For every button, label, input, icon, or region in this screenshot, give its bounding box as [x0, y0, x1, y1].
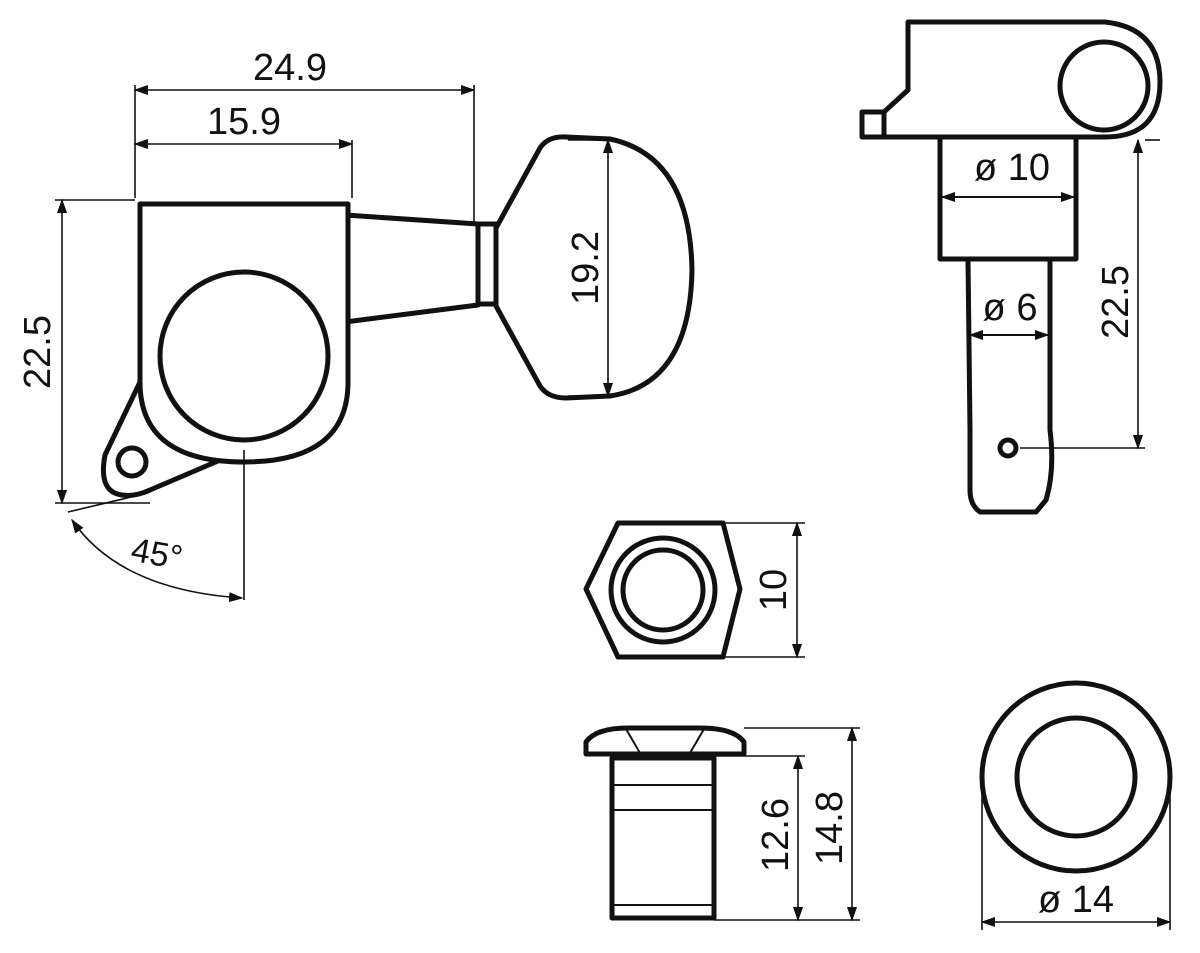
- hex-nut-view: [583, 520, 743, 660]
- bushing-side-view: [583, 725, 747, 921]
- tuner-dimensions: 24.9 15.9 22.5 19.2 45°: [17, 47, 615, 603]
- bushing-dimensions: 12.6 14.8: [714, 726, 860, 922]
- gear-shaft: [342, 212, 481, 325]
- label-19-2: 19.2: [565, 231, 607, 305]
- button-collar: [475, 221, 499, 307]
- angle-arc: [71, 518, 244, 603]
- tuner-button: [493, 134, 695, 401]
- screw-hole: [115, 445, 149, 479]
- label-22-5-right: 22.5: [1095, 265, 1137, 339]
- label-12-6: 12.6: [755, 798, 797, 872]
- post-view-circle: [1057, 39, 1151, 133]
- string-hole: [997, 437, 1019, 459]
- label-22-5-left: 22.5: [17, 315, 59, 389]
- label-45-deg: 45°: [128, 531, 185, 577]
- washer-view: [979, 680, 1173, 874]
- post-circle: [157, 269, 331, 443]
- washer-inner: [1014, 715, 1138, 839]
- label-24-9: 24.9: [253, 47, 327, 89]
- label-d10: ø 10: [974, 147, 1050, 189]
- post-dimensions: ø 10 ø 6 22.5: [940, 138, 1160, 450]
- nut-inner-ring: [620, 547, 706, 633]
- label-15-9: 15.9: [207, 101, 281, 143]
- bushing-body: [609, 755, 717, 921]
- label-d6: ø 6: [983, 287, 1038, 329]
- tuner-side-view: [100, 134, 695, 498]
- label-d14: ø 14: [1038, 879, 1114, 921]
- tuner-post-view: [859, 19, 1163, 515]
- washer-dimensions: ø 14: [980, 790, 1172, 930]
- bushing-head: [583, 725, 747, 757]
- label-14-8: 14.8: [809, 791, 851, 865]
- nut-dimensions: 10: [723, 521, 805, 659]
- label-10-nut: 10: [753, 569, 795, 611]
